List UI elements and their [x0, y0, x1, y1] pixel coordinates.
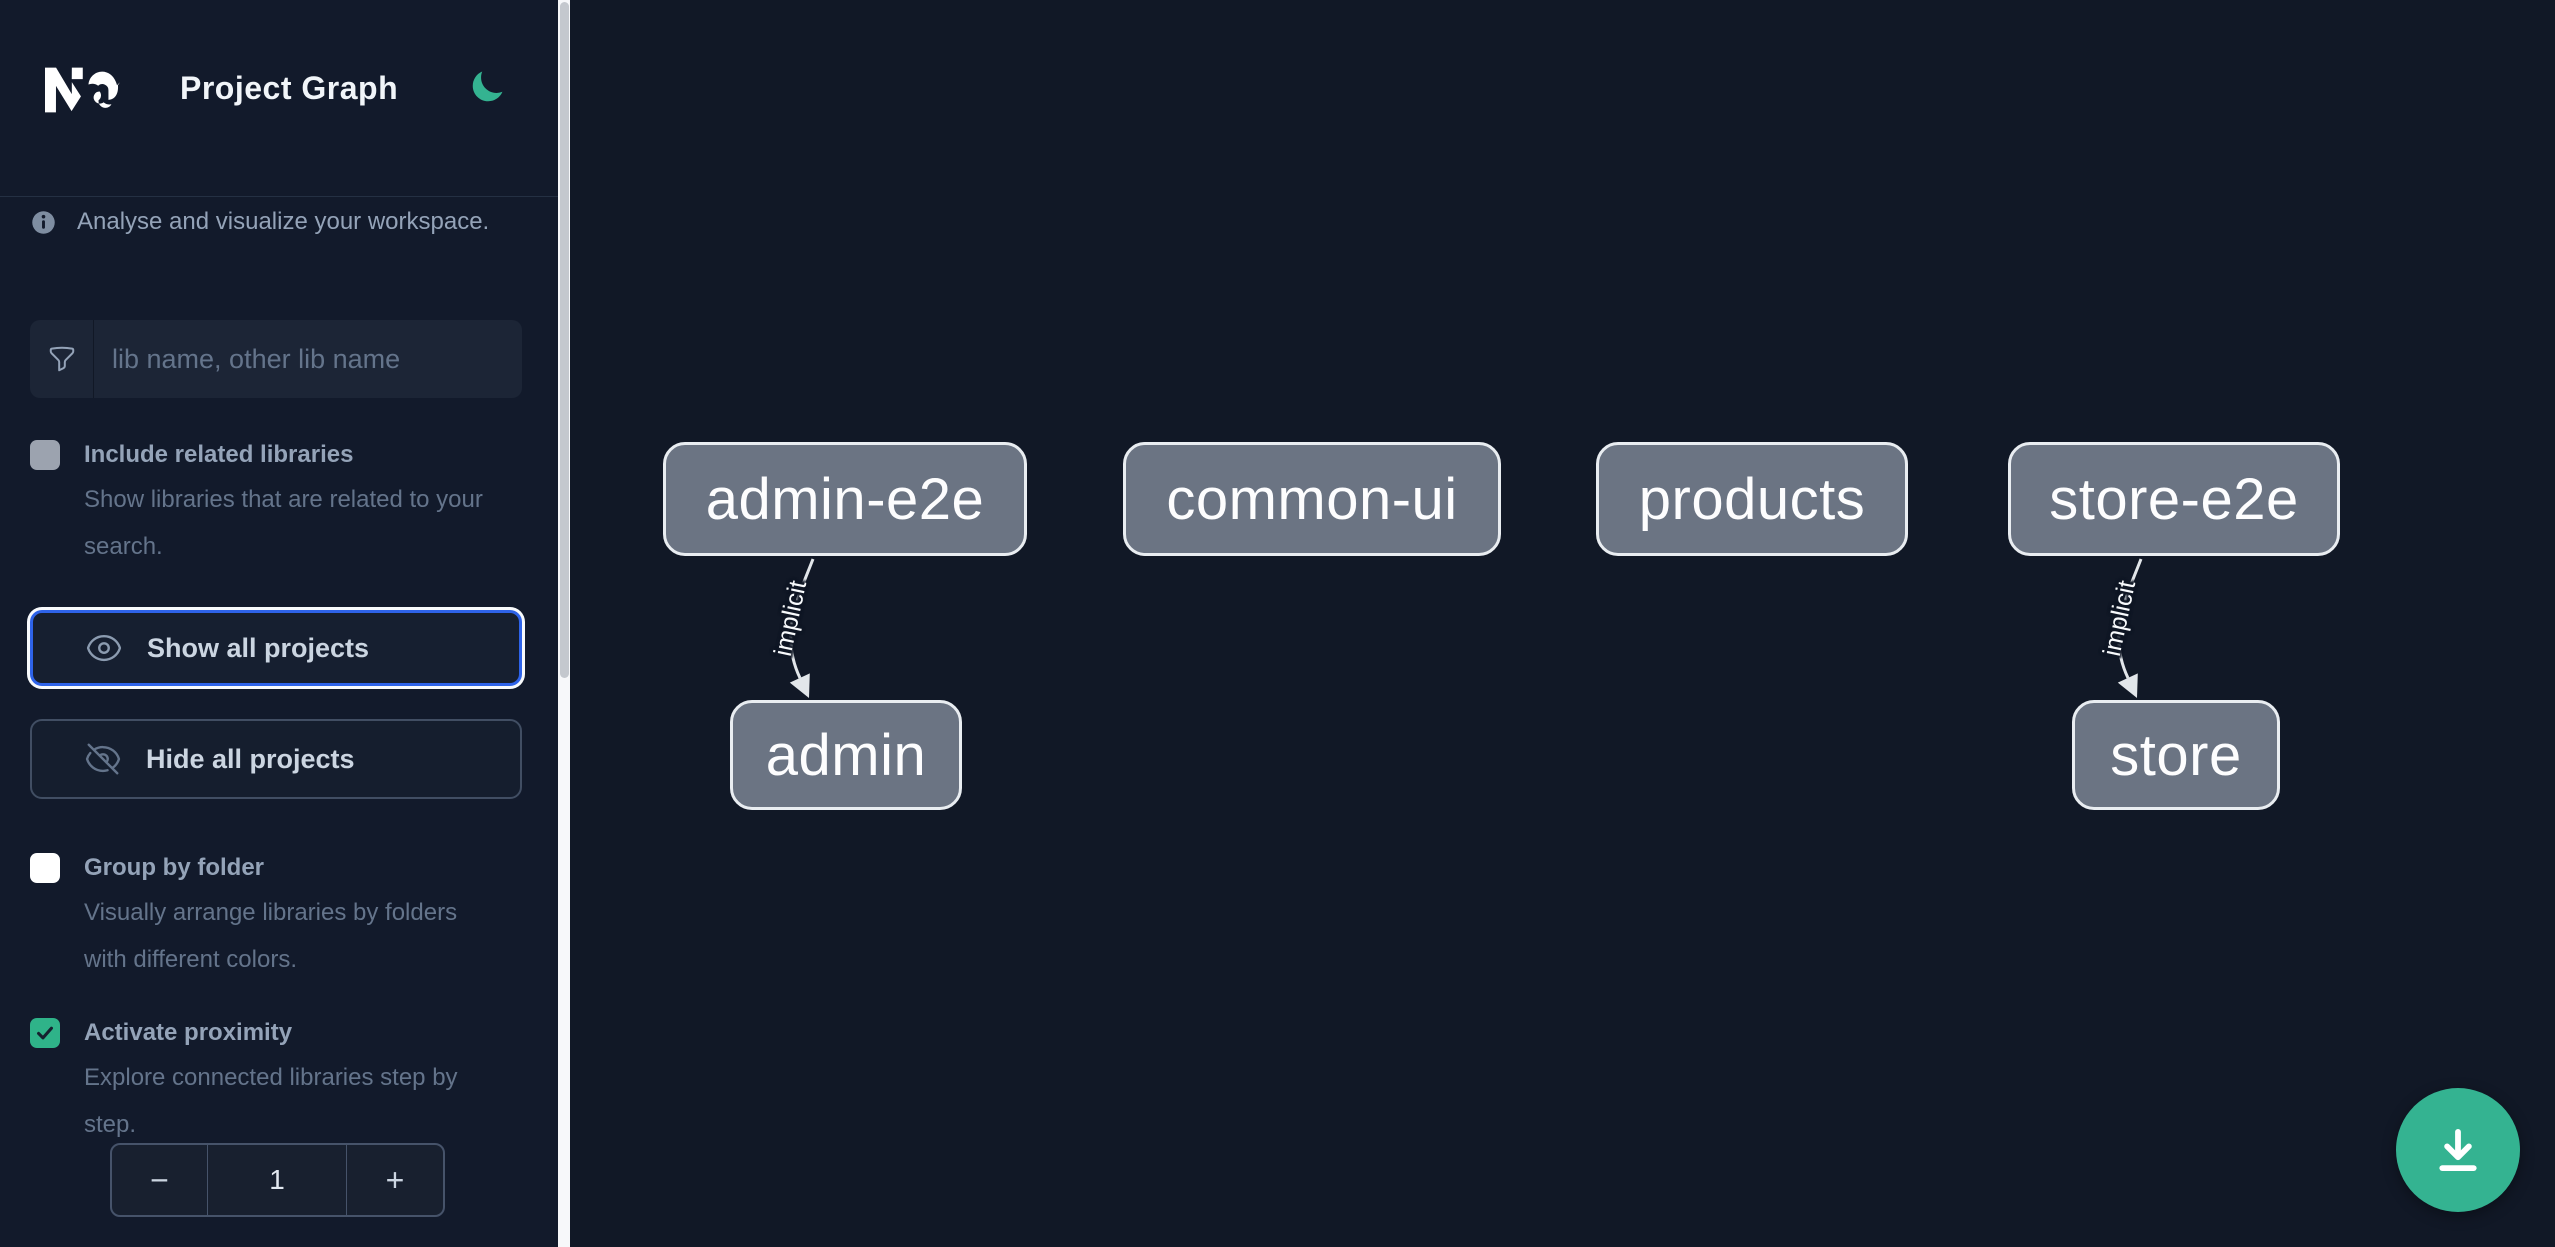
check-icon	[37, 1026, 53, 1040]
sidebar-scrollbar-track[interactable]	[558, 0, 570, 1247]
sidebar: Project Graph Analyse and visualize your…	[0, 0, 558, 1247]
graph-node-store[interactable]: store	[2072, 700, 2280, 810]
include-related-checkbox[interactable]	[30, 440, 60, 470]
nx-logo	[45, 67, 120, 113]
eye-slash-icon	[85, 743, 121, 775]
graph-node-store-e2e[interactable]: store-e2e	[2008, 442, 2340, 556]
intro-row: Analyse and visualize your workspace.	[30, 208, 489, 236]
group-by-folder-checkbox[interactable]	[30, 853, 60, 883]
info-icon	[32, 210, 55, 234]
search-box	[30, 320, 522, 398]
moon-icon[interactable]	[468, 68, 506, 106]
eye-icon	[86, 634, 122, 662]
include-related-label: Include related libraries	[84, 441, 354, 468]
app-title: Project Graph	[180, 70, 399, 106]
sidebar-header: Project Graph	[0, 0, 558, 197]
graph-node-common-ui[interactable]: common-ui	[1123, 442, 1501, 556]
activate-proximity-checkbox[interactable]	[30, 1018, 60, 1048]
funnel-icon	[49, 346, 74, 372]
intro-text: Analyse and visualize your workspace.	[77, 208, 490, 235]
option-activate-proximity: Activate proximity Explore connected lib…	[30, 1016, 499, 1148]
download-image-button[interactable]	[2396, 1088, 2520, 1212]
group-by-folder-label: Group by folder	[84, 854, 264, 881]
proximity-stepper: − 1 +	[110, 1143, 445, 1217]
group-by-folder-description: Visually arrange libraries by folders wi…	[84, 899, 458, 973]
graph-node-products[interactable]: products	[1596, 442, 1908, 556]
stepper-decrement-button[interactable]: −	[112, 1145, 208, 1215]
sidebar-scrollbar-thumb[interactable]	[559, 2, 569, 678]
activate-proximity-label: Activate proximity	[84, 1019, 293, 1046]
graph-node-admin[interactable]: admin	[730, 700, 962, 810]
stepper-value: 1	[269, 1164, 285, 1195]
download-icon	[2439, 1128, 2477, 1172]
show-all-projects-label: Show all projects	[147, 632, 370, 663]
show-all-projects-button[interactable]: Show all projects	[30, 610, 522, 686]
hide-all-projects-label: Hide all projects	[146, 743, 355, 774]
graph-node-admin-e2e[interactable]: admin-e2e	[663, 442, 1027, 556]
activate-proximity-description: Explore connected libraries step by step…	[84, 1064, 458, 1138]
option-include-related: Include related libraries Show libraries…	[30, 438, 499, 570]
include-related-description: Show libraries that are related to your …	[84, 486, 483, 560]
option-group-by-folder: Group by folder Visually arrange librari…	[30, 851, 499, 983]
search-input[interactable]	[94, 320, 522, 398]
stepper-increment-button[interactable]: +	[346, 1145, 443, 1215]
graph-canvas[interactable]	[570, 0, 2555, 1247]
hide-all-projects-button[interactable]: Hide all projects	[30, 719, 522, 799]
filter-icon-cell	[30, 320, 94, 398]
